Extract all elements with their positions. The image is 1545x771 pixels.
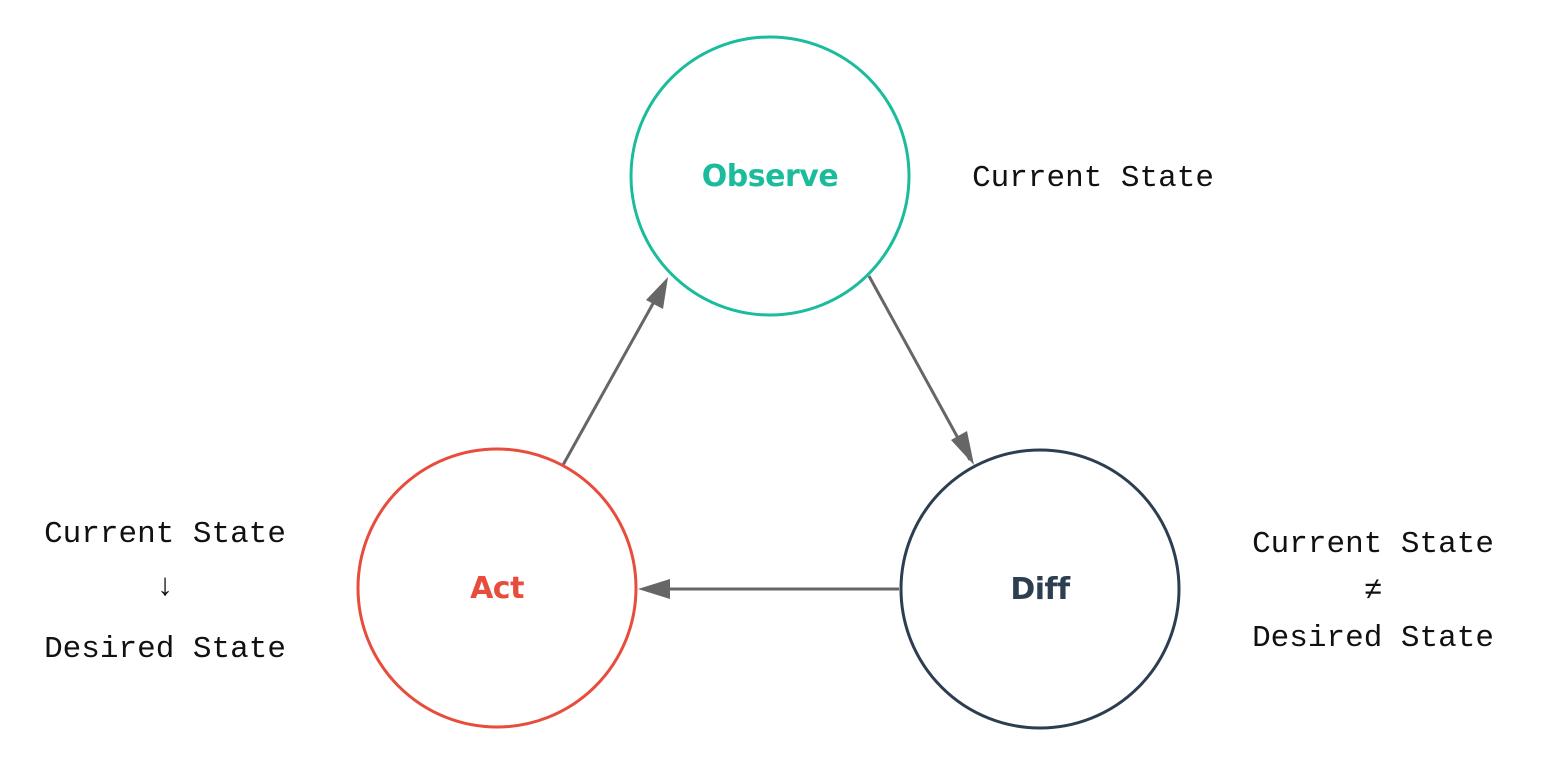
diff-note: Current State ≠ Desired State bbox=[1252, 527, 1494, 656]
act-note-symbol: ↓ bbox=[156, 570, 175, 605]
arrowhead-observe-to-diff bbox=[951, 431, 974, 465]
diff-note-symbol: ≠ bbox=[1364, 574, 1383, 609]
arrow-observe-to-diff bbox=[867, 275, 972, 461]
diff-note-line1: Current State bbox=[1252, 527, 1494, 562]
diff-label: Diff bbox=[1010, 572, 1071, 607]
diff-note-line2: Desired State bbox=[1252, 621, 1494, 656]
arrowhead-act-to-observe bbox=[646, 277, 668, 309]
observe-label: Observe bbox=[702, 159, 838, 194]
observe-note-line1: Current State bbox=[972, 161, 1214, 196]
observe-note: Current State bbox=[972, 161, 1214, 196]
act-circle bbox=[356, 447, 638, 729]
act-note-line1: Current State bbox=[44, 517, 286, 552]
arrow-act-to-observe bbox=[561, 299, 657, 466]
act-note-line2: Desired State bbox=[44, 632, 286, 667]
node-act: Act bbox=[356, 447, 638, 729]
act-label: Act bbox=[470, 571, 524, 606]
act-note: Current State ↓ Desired State bbox=[44, 517, 286, 667]
observe-circle bbox=[629, 35, 911, 317]
arrowhead-diff-to-act bbox=[638, 579, 670, 599]
diff-circle bbox=[899, 448, 1181, 730]
node-observe: Observe bbox=[629, 35, 911, 317]
node-diff: Diff bbox=[899, 448, 1181, 730]
